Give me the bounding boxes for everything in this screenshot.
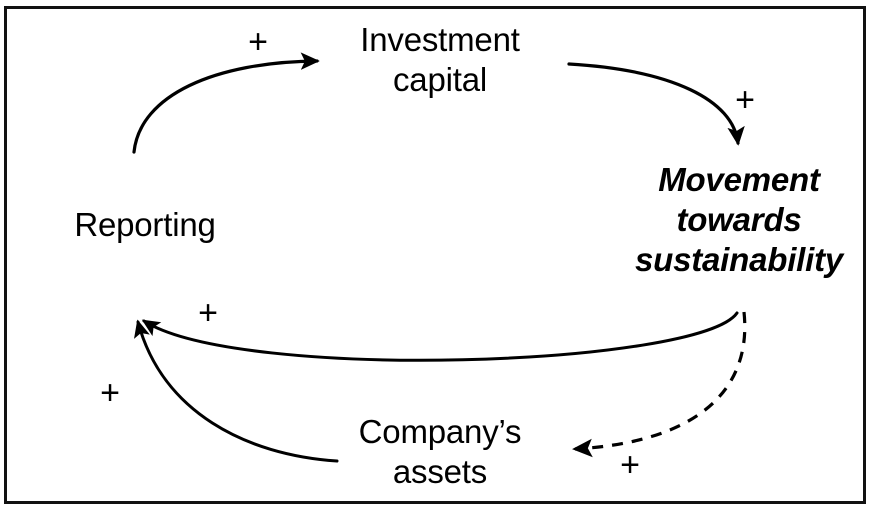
polarity-assets-to-reporting-plus-icon: + — [100, 374, 120, 412]
polarity-reporting-to-investment-plus-icon: + — [248, 23, 268, 61]
node-company-assets: Company’s assets — [358, 413, 522, 490]
polarity-investment-to-movement-plus-icon: + — [735, 81, 755, 119]
node-reporting: Reporting — [74, 206, 216, 243]
node-investment-capital: Investment capital — [360, 21, 520, 98]
diagram-frame-border — [4, 6, 866, 504]
node-movement-towards-sustainability: Movement towards sustainability — [634, 161, 844, 278]
polarity-movement-to-assets-plus-icon: + — [620, 446, 640, 484]
link-company-assets-to-reporting — [134, 319, 339, 463]
polarity-movement-to-reporting-plus-icon: + — [198, 294, 218, 332]
link-movement-to-reporting — [141, 311, 739, 362]
link-movement-to-company-assets — [572, 311, 747, 458]
link-investment-capital-to-movement — [567, 62, 745, 146]
link-reporting-to-investment-capital — [132, 52, 320, 154]
